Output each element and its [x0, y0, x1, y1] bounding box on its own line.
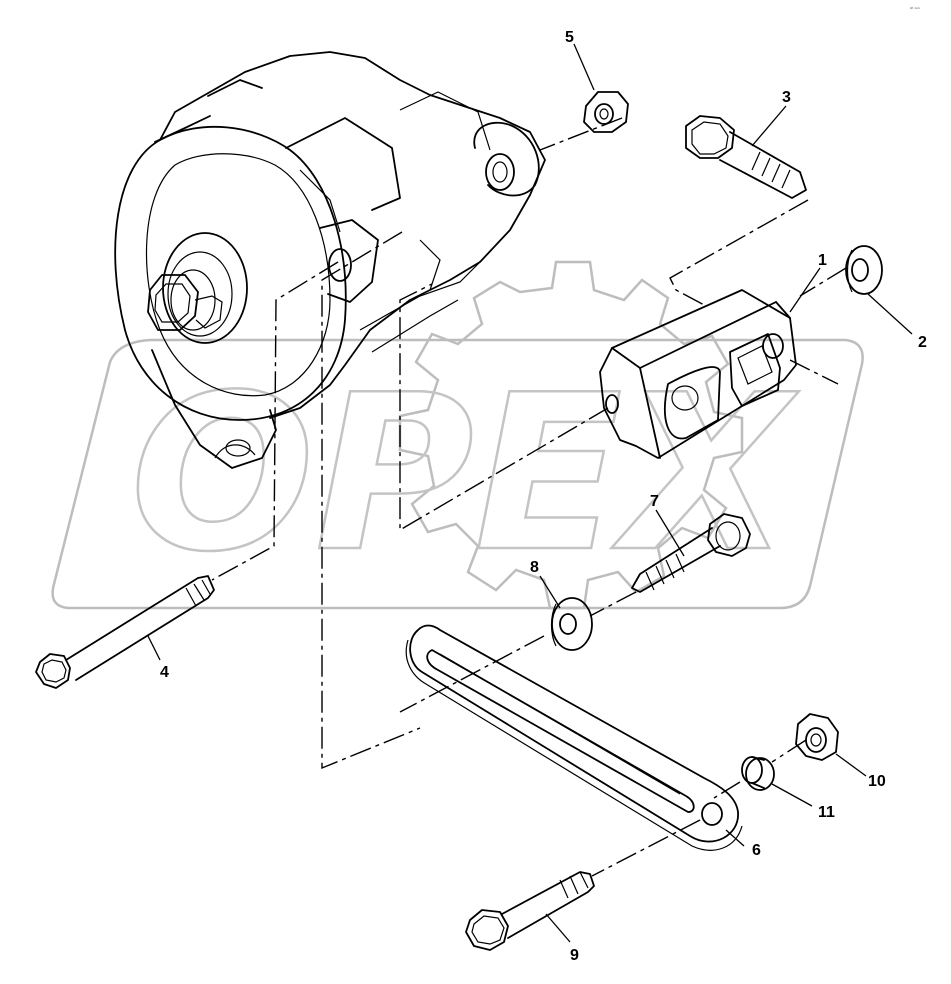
callout-10-label: 10 [868, 773, 886, 790]
washer-2 [845, 245, 883, 295]
nut-10 [795, 713, 839, 761]
callout-11-label: 11 [818, 804, 835, 821]
callout-1-label: 1 [818, 252, 827, 269]
alternator [114, 51, 546, 469]
bolt-4 [35, 575, 215, 689]
callout-4-label: 4 [160, 664, 169, 681]
callout-7: 7 [650, 493, 685, 557]
callouts: 1 2 3 4 5 6 7 8 [147, 29, 927, 964]
watermark-plate [51, 338, 864, 610]
center-lines [211, 117, 847, 877]
callout-8-label: 8 [530, 559, 539, 576]
callout-5-label: 5 [565, 29, 574, 46]
mounting-bracket [599, 289, 797, 459]
callout-3-label: 3 [782, 89, 791, 106]
callout-2-label: 2 [918, 334, 927, 351]
callout-6: 6 [725, 829, 761, 859]
callout-11: 11 [771, 783, 835, 821]
callout-9-label: 9 [570, 947, 579, 964]
adjusting-strap-6 [405, 624, 743, 851]
bolt-9 [465, 871, 595, 951]
callout-4: 4 [147, 635, 169, 681]
watermark: OPEX [51, 260, 864, 610]
callout-2: 2 [867, 293, 927, 351]
nut-5 [583, 91, 629, 133]
callout-7-label: 7 [650, 493, 659, 510]
spacer-11 [741, 756, 775, 791]
watermark-gear [398, 260, 744, 610]
callout-3: 3 [751, 89, 791, 147]
bolt-3 [685, 115, 807, 199]
callout-8: 8 [530, 559, 561, 609]
washer-8 [550, 597, 593, 651]
callout-9: 9 [545, 913, 579, 964]
callout-10: 10 [835, 753, 886, 790]
bolt-7 [631, 513, 751, 593]
watermark-text: OPEX [130, 348, 799, 599]
callout-6-label: 6 [752, 842, 761, 859]
callout-5: 5 [565, 29, 595, 91]
corner-code: ᵃʳ ⁿⁿⁿ [910, 6, 920, 12]
callout-1: 1 [789, 252, 827, 313]
